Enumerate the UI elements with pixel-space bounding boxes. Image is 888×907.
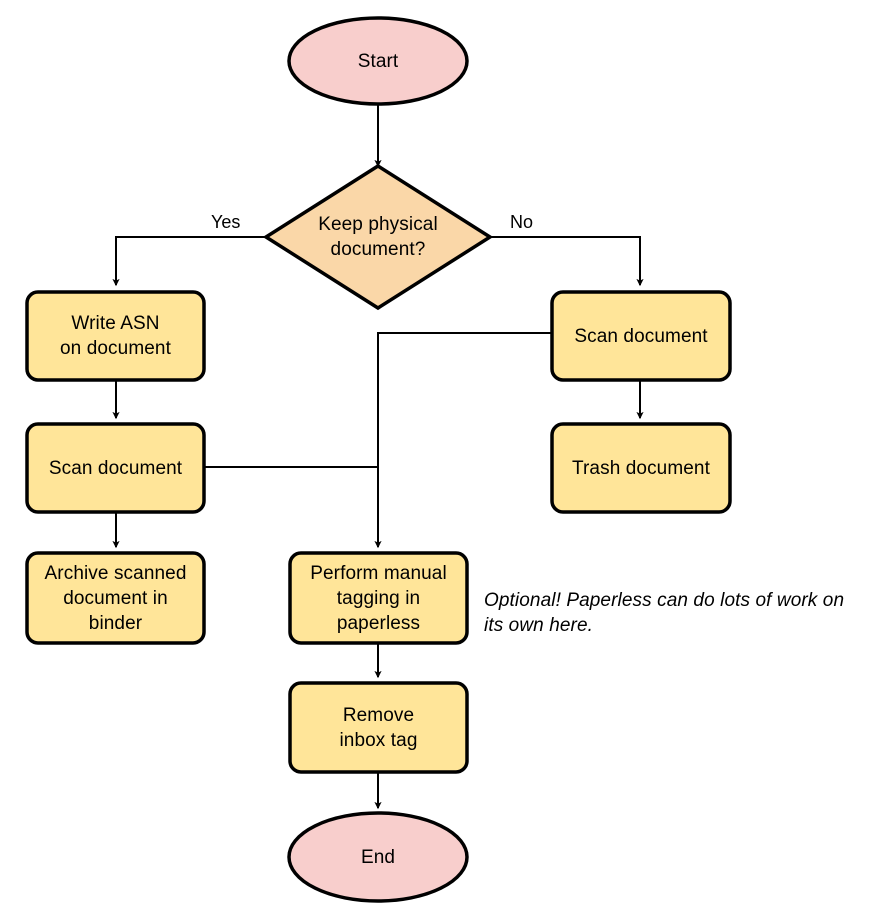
node-end-shape[interactable] bbox=[287, 811, 469, 903]
edge-decision-yes-to-write-asn bbox=[112, 236, 266, 287]
node-scan-right-shape[interactable] bbox=[550, 290, 732, 382]
node-write-asn-shape[interactable] bbox=[25, 290, 206, 382]
node-decision-shape[interactable] bbox=[262, 163, 494, 311]
node-archive-shape[interactable] bbox=[25, 551, 206, 645]
edge-label-yes: Yes bbox=[211, 212, 241, 232]
node-start-shape[interactable] bbox=[287, 16, 469, 106]
node-remove-inbox-shape[interactable] bbox=[288, 681, 469, 774]
edge-scan-right-to-tagging bbox=[374, 332, 552, 549]
node-tagging-shape[interactable] bbox=[288, 551, 469, 645]
edge-decision-no-to-scan-right bbox=[490, 236, 644, 287]
optional-note: Optional! Paperless can do lots of work … bbox=[484, 590, 845, 636]
node-trash-shape[interactable] bbox=[550, 422, 732, 514]
node-scan-left-shape[interactable] bbox=[25, 422, 206, 514]
edge-label-no: No bbox=[510, 212, 534, 232]
